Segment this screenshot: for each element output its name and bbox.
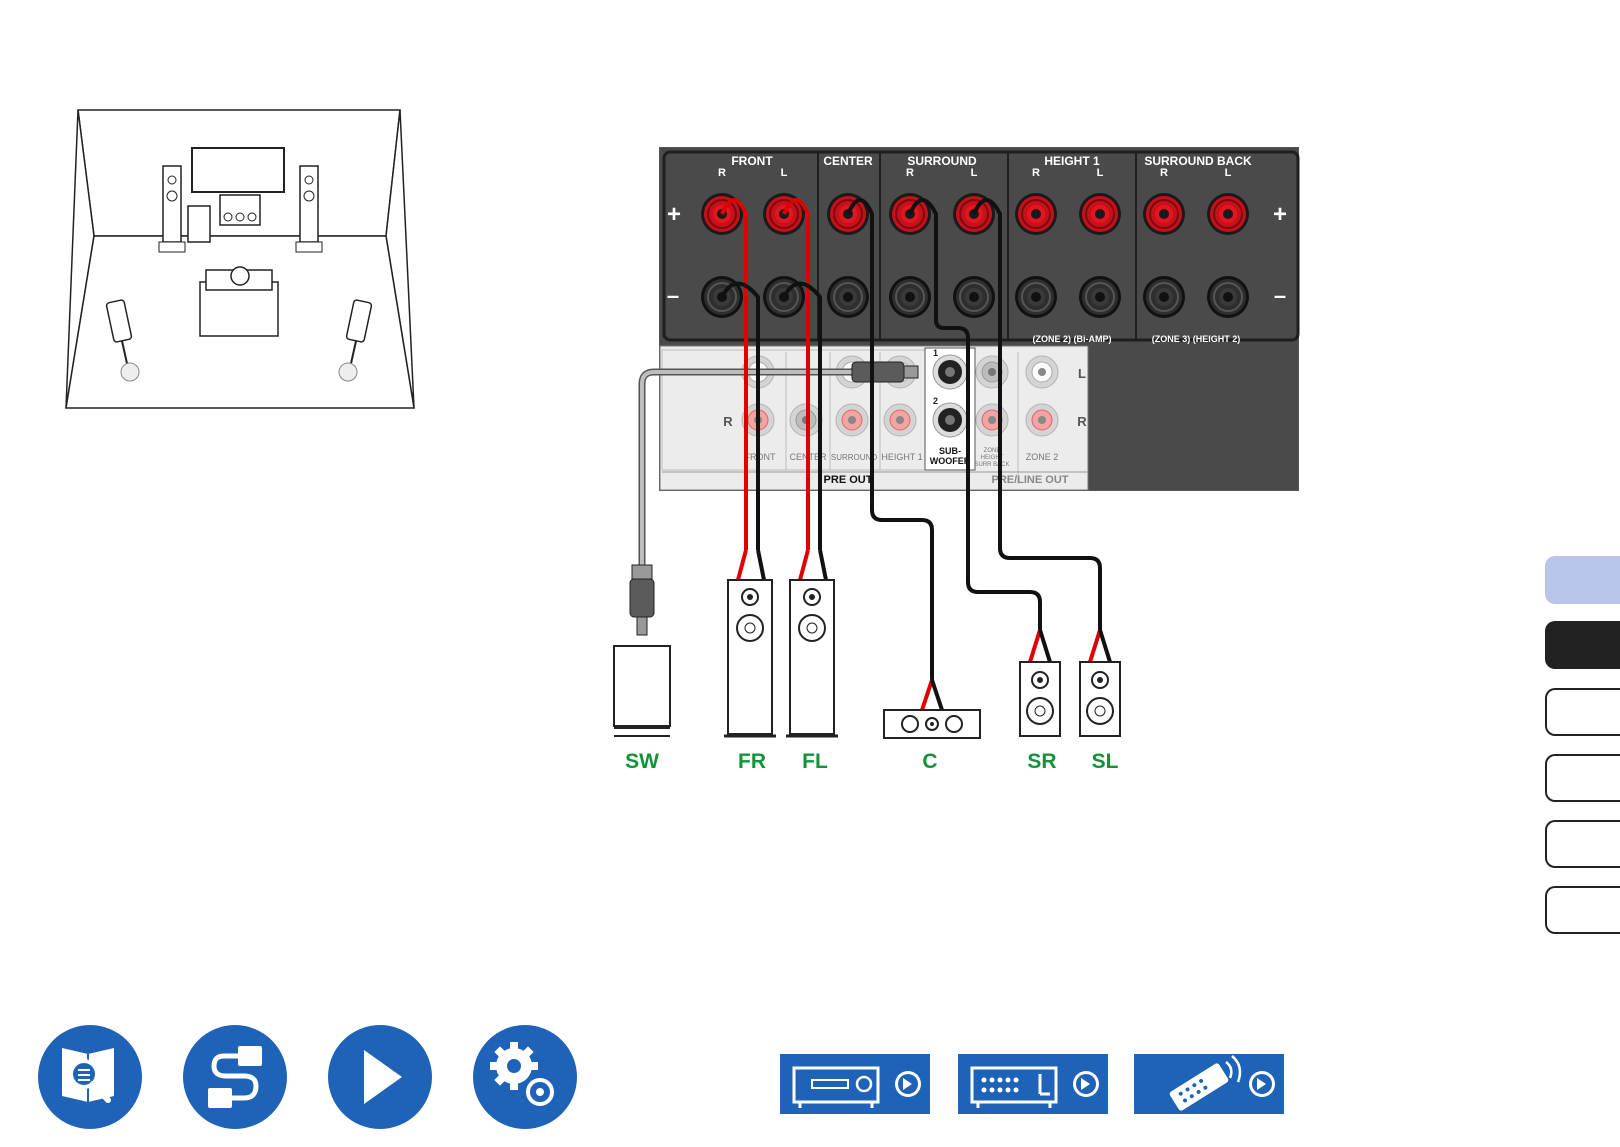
speaker-label-sr: SR	[1027, 750, 1056, 773]
plus-left-label: +	[667, 201, 681, 228]
zone2-preout-label: ZONE 2	[1026, 452, 1059, 462]
nav-remote-button[interactable]	[1134, 1054, 1284, 1114]
plus-right-label: +	[1273, 201, 1287, 228]
speaker-label-sl: SL	[1092, 750, 1119, 773]
subwoofer-speaker-icon	[614, 646, 670, 736]
side-tab-2-active[interactable]	[1545, 621, 1620, 669]
manual-search-icon	[62, 1048, 114, 1102]
center-heading: CENTER	[823, 154, 873, 168]
side-tab-1[interactable]	[1545, 556, 1620, 604]
zone-small-label-3: SURR BACK	[974, 462, 1009, 468]
zone2-r-label: R	[1077, 414, 1087, 429]
zone-small-label-1: ZONE	[984, 448, 1001, 454]
preout-height1-label: HEIGHT 1	[881, 452, 922, 462]
surround-back-r-label: R	[1160, 167, 1168, 179]
preout-r-label: R	[723, 414, 733, 429]
side-tab-4[interactable]	[1545, 754, 1620, 802]
surround-left-speaker-icon	[1080, 662, 1120, 736]
subwoofer-1-label: 1	[933, 348, 938, 358]
zone2-biamp-label: (ZONE 2) (Bi-AMP)	[1033, 334, 1112, 344]
surround-right-speaker-icon	[1020, 662, 1060, 736]
zone3-height2-label: (ZONE 3) (HEIGHT 2)	[1152, 334, 1241, 344]
minus-right-label: –	[1274, 283, 1286, 308]
surround-back-l-label: L	[1225, 167, 1232, 179]
nav-setup-button[interactable]	[473, 1025, 577, 1129]
front-r-label: R	[718, 167, 726, 179]
center-speaker-icon	[884, 710, 980, 738]
speaker-label-c: C	[922, 750, 937, 773]
surround-r-label: R	[906, 167, 914, 179]
surround-heading: SURROUND	[907, 154, 977, 168]
front-right-speaker-icon	[724, 580, 776, 736]
subwoofer-2-label: 2	[933, 396, 938, 406]
nav-playback-button[interactable]	[328, 1025, 432, 1129]
subwoofer-room-icon	[188, 206, 210, 242]
front-heading: FRONT	[731, 154, 773, 168]
pre-out-label: PRE OUT	[824, 474, 873, 486]
side-tab-5[interactable]	[1545, 820, 1620, 868]
height1-r-label: R	[1032, 167, 1040, 179]
side-tab-6[interactable]	[1545, 886, 1620, 934]
speaker-label-fr: FR	[738, 750, 766, 773]
surround-back-heading: SURROUND BACK	[1144, 154, 1252, 168]
front-right-room-icon	[163, 166, 181, 242]
subwoofer-label-line2: WOOFER	[930, 456, 971, 466]
nav-manual-search-button[interactable]	[38, 1025, 142, 1129]
front-l-label: L	[781, 167, 788, 179]
tv-icon	[192, 148, 284, 192]
front-left-room-icon	[300, 166, 318, 242]
zone2-l-label: L	[1078, 366, 1086, 381]
nav-connection-button[interactable]	[183, 1025, 287, 1129]
room-layout-illustration	[66, 110, 414, 408]
minus-left-label: –	[667, 283, 679, 308]
speaker-label-sw: SW	[625, 750, 659, 773]
pre-line-out-label: PRE/LINE OUT	[991, 474, 1068, 486]
front-left-speaker-icon	[786, 580, 838, 736]
surround-l-label: L	[971, 167, 978, 179]
side-tab-3[interactable]	[1545, 688, 1620, 736]
speaker-label-fl: FL	[802, 750, 828, 773]
subwoofer-label-line1: SUB-	[939, 446, 961, 456]
preout-front-label: FRONT	[745, 452, 776, 462]
speaker-terminals-minus	[701, 276, 1249, 318]
height1-heading: HEIGHT 1	[1044, 154, 1100, 168]
nav-front-panel-button[interactable]	[780, 1054, 930, 1114]
height1-l-label: L	[1097, 167, 1104, 179]
sofa-listener-icon	[200, 267, 278, 336]
nav-rear-panel-button[interactable]	[958, 1054, 1108, 1114]
